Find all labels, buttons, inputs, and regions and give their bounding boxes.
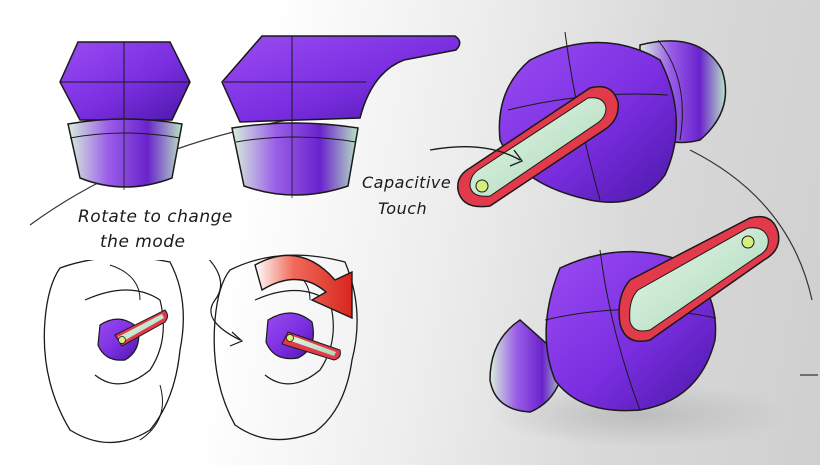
ear-illustration-left bbox=[43, 256, 184, 444]
background-sweep-line bbox=[689, 149, 813, 301]
capacitive-label-line1: Capacitive bbox=[362, 173, 452, 192]
earbud-side-view bbox=[221, 35, 461, 198]
earbud-perspective-bottom bbox=[489, 215, 790, 447]
capacitive-label-line2: Touch bbox=[378, 199, 428, 218]
rotate-note-box bbox=[68, 202, 218, 260]
rotate-note-line2: the mode bbox=[100, 232, 186, 252]
earbud-front-view bbox=[59, 41, 191, 190]
rotate-note-line1: Rotate to change bbox=[78, 207, 233, 227]
ear-illustration-right bbox=[204, 254, 358, 441]
earbud-perspective-top bbox=[429, 31, 727, 208]
rotate-arrow-icon bbox=[254, 254, 353, 320]
